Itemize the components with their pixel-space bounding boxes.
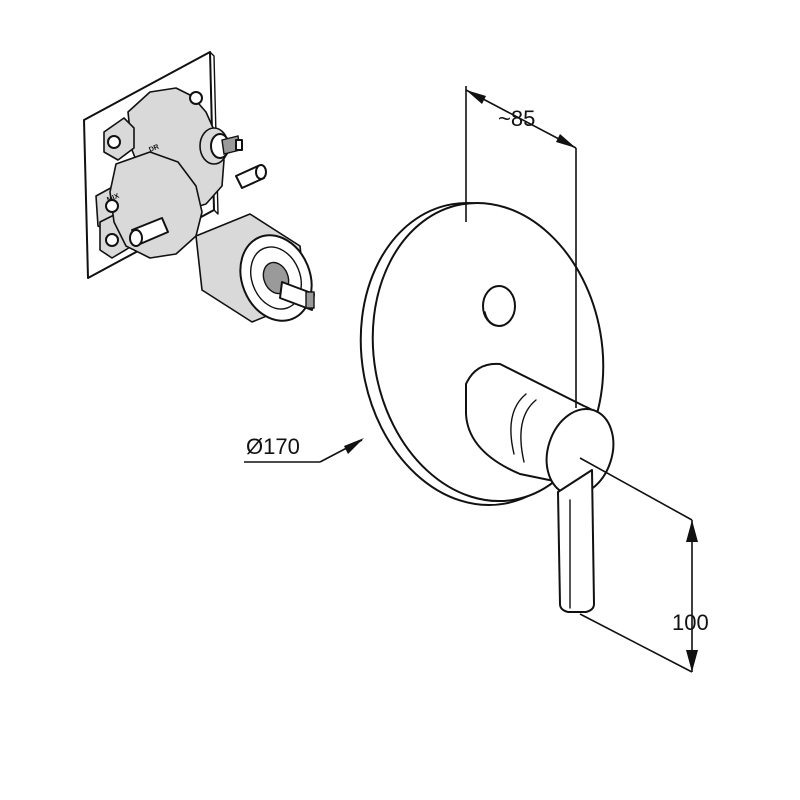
dimension-depth: ~85 [465,86,577,408]
screw-icon [107,135,121,149]
lever-handle [557,469,595,613]
body-label-dr: DR [148,144,160,154]
rough-in-valve-body: DR MIX [83,51,315,323]
body-label-mix: MIX [106,193,120,204]
diameter-label: Ø170 [246,434,300,459]
dimension-lever-height: 100 [579,457,709,673]
depth-label: ~85 [498,106,535,131]
screw-icon [105,233,119,247]
lever-height-label: 100 [672,610,709,635]
screw-icon [105,199,119,213]
trim-assembly [359,201,615,613]
screw-icon [189,91,203,105]
dimension-diameter: Ø170 [244,434,364,463]
